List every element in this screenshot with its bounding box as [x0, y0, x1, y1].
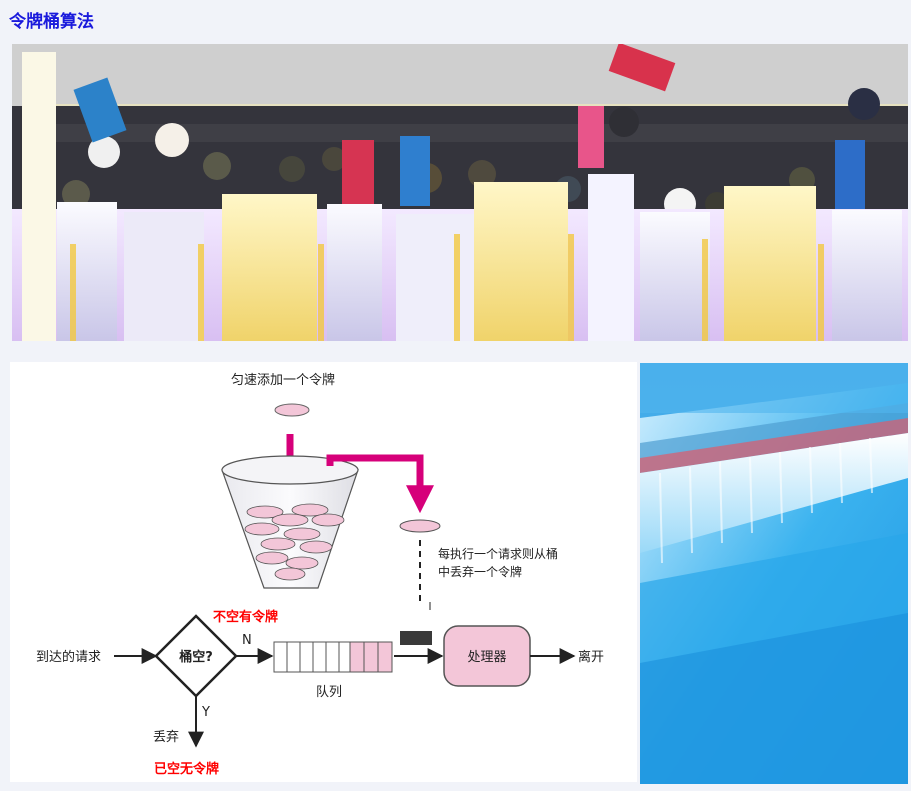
falling-token — [275, 404, 309, 416]
top-photo — [12, 44, 908, 341]
processor-label: 处理器 — [467, 650, 506, 665]
discard-label: 丢弃 — [153, 730, 179, 745]
leave-label: 离开 — [578, 649, 604, 665]
request-in-label: 到达的请求 — [36, 649, 101, 665]
page-title: 令牌桶算法 — [9, 7, 94, 32]
side-note-line2: 中丢弃一个令牌 — [438, 564, 522, 579]
empty-label: 已空无令牌 — [154, 761, 219, 777]
token-bucket-diagram: 匀速添加一个令牌 每执行一个请求则从桶 中丢弃一个令牌 不空有令牌 到达的请求 — [10, 362, 637, 782]
side-note-line1: 每执行一个请求则从桶 — [438, 546, 558, 561]
bucket — [222, 456, 358, 588]
token-gate — [400, 631, 432, 645]
no-label: N — [242, 633, 252, 648]
right-photo — [640, 363, 908, 784]
not-empty-label: 不空有令牌 — [213, 609, 278, 625]
queue-box — [274, 642, 392, 672]
queue-label: 队列 — [316, 685, 342, 700]
removed-token — [400, 520, 440, 532]
decision-label: 桶空? — [178, 649, 213, 665]
yes-label: Y — [201, 705, 210, 720]
top-label: 匀速添加一个令牌 — [231, 372, 335, 388]
